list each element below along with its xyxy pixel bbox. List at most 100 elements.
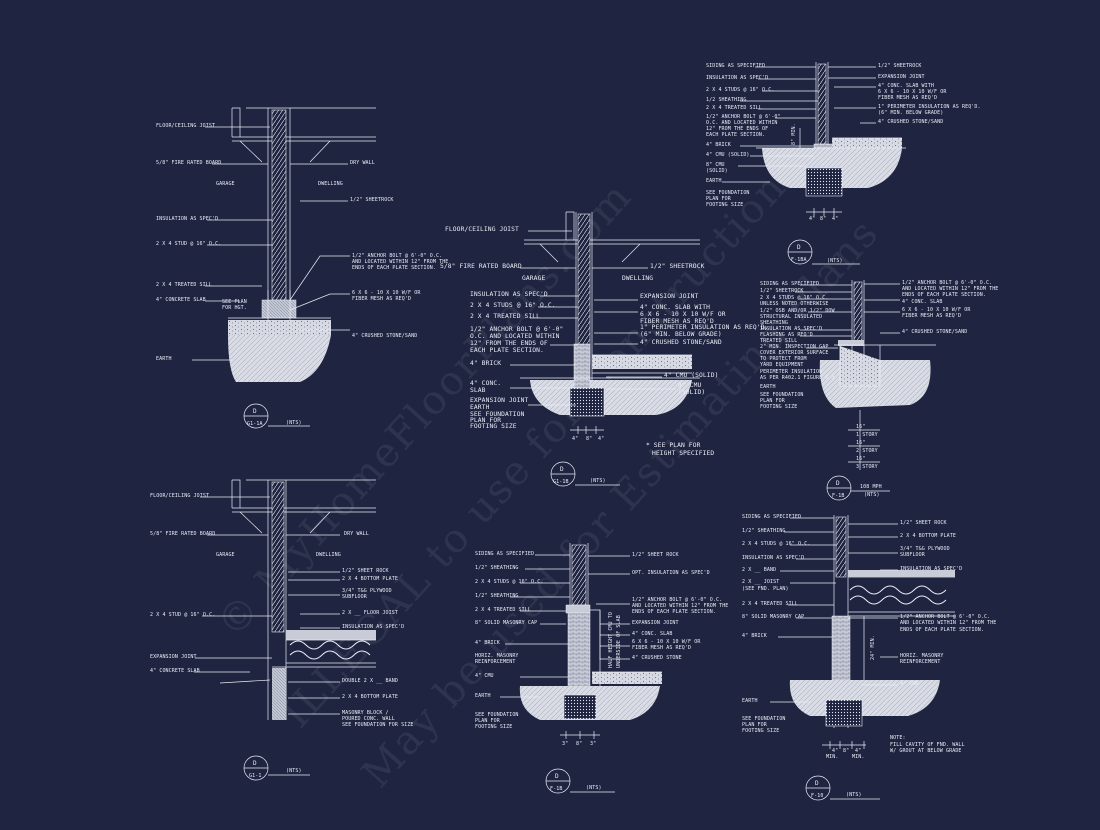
label: SEE FOUNDATION (470, 411, 525, 418)
label: 2 X 4 BOTTOM PLATE (342, 576, 398, 582)
label: 6 X 6 - 10 X 10 W/F OR (640, 311, 726, 318)
dim-label: 3" (590, 741, 596, 747)
label: 4" CONC. SLAB (902, 299, 942, 305)
label: FLOOR/CEILING JOIST (150, 493, 209, 499)
label: 1/2" SHEETROCK (350, 197, 394, 203)
label: 3/4" T&G PLYWOOD (900, 546, 950, 552)
label: EXPANSION JOINT (640, 293, 698, 300)
watermark-2: ILLEGAL to use for Construction (273, 164, 795, 737)
label: HORIZ. MASONRY (900, 653, 944, 659)
label: 1" PERIMETER INSULATION AS REQ'D. (878, 104, 981, 110)
label: FOOTING SIZE (706, 202, 743, 208)
dim-label: 3" (562, 741, 568, 747)
label: 4" CONCRETE SLAB (150, 668, 200, 674)
label: 2 X 4 STUDS @ 16" O.C. (706, 87, 774, 93)
label: REINFORCEMENT (475, 659, 515, 665)
dim-label: 16" (856, 424, 865, 430)
label: (SOLID) (678, 389, 705, 396)
detail-tag-letter: D (560, 466, 564, 473)
label: UNLESS NOTED OTHERWISE (760, 301, 828, 307)
dim-label: 4" (832, 748, 838, 754)
label: EARTH (156, 356, 172, 362)
label: 2 X 4 BOTTOM PLATE (900, 533, 956, 539)
label: ENDS OF EACH PLATE SECTION. (632, 609, 716, 615)
label: O.C. AND LOCATED WITHIN (470, 333, 560, 340)
label: SEE FOUNDATION (742, 716, 786, 722)
label: 4" BRICK (742, 633, 767, 639)
label: 2 X 4 STUD @ 16" O.C. (150, 612, 215, 618)
dim-label: MIN. (826, 754, 838, 760)
scale-note-extra: 108 MPH (860, 484, 882, 490)
dim-label: MIN. (852, 754, 864, 760)
label: 1/2" ANCHOR BOLT @ 6'-0" O.C. (352, 253, 442, 259)
label: REINFORCEMENT (900, 659, 940, 665)
label: EARTH (742, 698, 758, 704)
label: 8" CMU (678, 382, 701, 389)
label: 1" PERIMETER INSULATION AS REQ'D. (640, 324, 768, 331)
label: 1/2" OSB AND/OR 1/2" DOW (760, 308, 836, 314)
label: DOUBLE 2 X __ BAND (342, 678, 398, 684)
label: MASONRY BLOCK / (342, 710, 389, 716)
label: GARAGE (216, 552, 235, 558)
label: 2 X __ FLOOR JOIST (342, 610, 398, 616)
label: SIDING AS SPECIFIED (742, 514, 801, 520)
label: DRY WALL (344, 531, 369, 537)
label: (SEE FND. PLAN) (742, 586, 789, 592)
detail-f-1b-right: SIDING AS SPECIFIED 1/2" SHEETROCK 2 X 4… (760, 280, 998, 501)
label: SEE PLAN (222, 299, 247, 305)
label: 4" BRICK (470, 360, 501, 367)
label: 1/2" SHEETROCK (650, 263, 705, 270)
label: GARAGE (522, 275, 545, 282)
label: FOOTING SIZE (760, 404, 797, 410)
label: FLASHING AS REQ'D (760, 332, 813, 338)
label: 12" FROM THE ENDS OF (470, 340, 548, 347)
label: * SEE PLAN FOR (646, 442, 701, 449)
label: UNDERSIDE OF SLAB (616, 615, 622, 668)
label: 8" SOLID MASONRY CAP (475, 620, 537, 626)
label: 12" FROM THE ENDS OF (706, 126, 768, 132)
label: OPT. INSULATION AS SPEC'D (632, 570, 710, 576)
label: 4" CRUSHED STONE/SAND (352, 333, 417, 339)
label: PLAN FOR (470, 417, 501, 424)
label: AND LOCATED WITHIN 12" FROM THE (900, 620, 996, 626)
dim-label: 4" (832, 216, 838, 222)
label: EACH PLATE SECTION. (706, 132, 765, 138)
detail-tag-id: F-1B (832, 493, 844, 499)
label: DWELLING (622, 275, 653, 282)
label: PLAN FOR (760, 398, 786, 404)
label: EXPANSION JOINT (470, 397, 528, 404)
detail-tag-id: F-10 (811, 793, 823, 799)
label: 1/2" SHEATHING (742, 528, 786, 534)
label: SHEATHING (760, 320, 788, 326)
label: 8" SOLID MASONRY CAP (742, 614, 804, 620)
label: PLAN FOR (475, 718, 501, 724)
label: INSULATION AS SPEC'D (342, 624, 404, 630)
label: 2 X 4 STUD @ 16" O.C. (156, 241, 221, 247)
label: 2 X __ JOIST (742, 579, 779, 585)
label: EARTH (475, 693, 491, 699)
label: 1/2" SHEET ROCK (342, 568, 389, 574)
detail-tag-id: F-1BA (791, 257, 807, 263)
label: SEE FOUNDATION (706, 190, 750, 196)
label: FILL CAVITY OF FND. WALL (890, 742, 965, 748)
label: FLOOR/CEILING JOIST (156, 123, 215, 129)
label: 6 X 6 - 10 X 10 W/F OR (902, 307, 971, 313)
label: 1/2" ANCHOR BOLT @ 6'-0" (470, 326, 563, 333)
label: AND LOCATED WITHIN 12" FROM THE (902, 286, 998, 292)
label: 4" CRUSHED STONE/SAND (640, 339, 722, 346)
scale-note: (NTS) (827, 258, 843, 264)
dim-label: 4" (855, 748, 861, 754)
dim-label: 4" (809, 216, 815, 222)
label: DRY WALL (350, 160, 375, 166)
scale-note: (NTS) (286, 420, 302, 426)
label: SEE FOUNDATION (475, 712, 519, 718)
label: (SOLID) (706, 168, 728, 174)
dim-label: 8" (820, 216, 826, 222)
label: 1/2" SHEETROCK (878, 63, 922, 69)
label: W/ GROUT AT BELOW GRADE (890, 748, 962, 754)
label: FOR HGT. (222, 305, 247, 311)
dim-label: 2 STORY (856, 448, 878, 454)
label: 3/4" T&G PLYWOOD (342, 588, 392, 594)
